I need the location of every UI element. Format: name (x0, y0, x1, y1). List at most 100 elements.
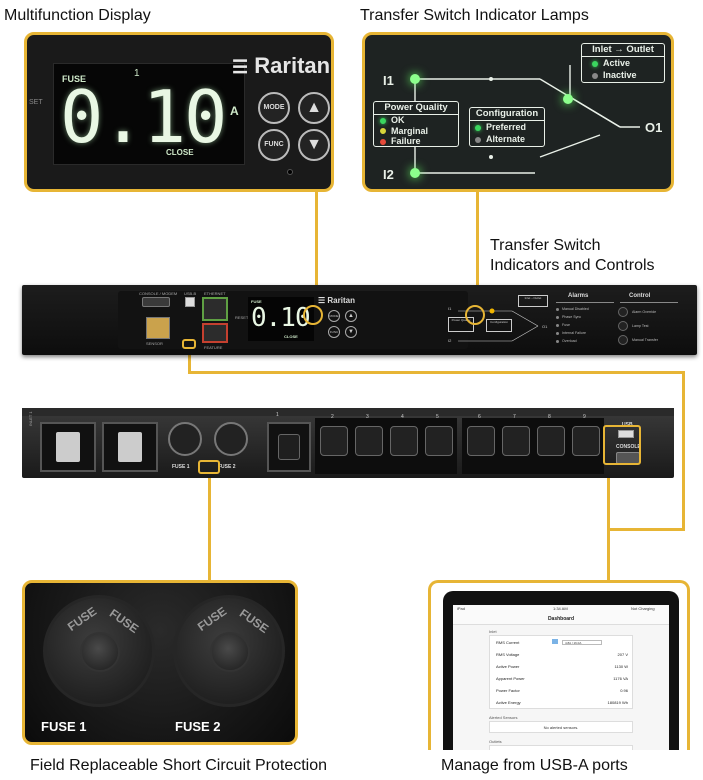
alarm-led-icon (556, 339, 559, 343)
connector-line-usb-c (682, 371, 685, 531)
sensor-port[interactable] (146, 317, 170, 339)
reset-label: RESET (235, 315, 249, 320)
rear-top-edge (22, 408, 674, 416)
usb-a-port[interactable] (618, 430, 634, 438)
row-value: 207 V (617, 652, 628, 657)
row-label: Apparent Power (496, 676, 525, 681)
highlight-usb-marker (182, 339, 196, 349)
func-button[interactable]: FUNC (258, 129, 290, 161)
outlet-2-label: 2 (331, 414, 334, 420)
mode-button[interactable]: MODE (258, 92, 290, 124)
alarm-item: Fuse (556, 321, 589, 329)
row-value: 1130 W (614, 664, 629, 669)
alarm-override-button[interactable] (618, 307, 628, 317)
fuse-1-cap-text: FUSE (64, 604, 100, 634)
front-up-button[interactable]: ▲ (345, 310, 357, 322)
multifunction-display-panel: FUSE 1 0.10 A CLOSE SET ☰ Raritan MODE ▲… (24, 32, 334, 192)
fuse-2-rear-label: FUSE 2 (218, 464, 236, 470)
fuse-1-cap[interactable]: FUSE FUSE (43, 595, 155, 707)
caption-transfer-lamps: Transfer Switch Indicator Lamps (360, 7, 589, 24)
alarms-divider (556, 302, 614, 303)
alarm-led-icon (556, 315, 559, 319)
ethernet-port[interactable] (202, 297, 228, 321)
tablet-title: Dashboard (453, 613, 669, 625)
status-right: Not Charging (631, 606, 655, 611)
front-lcd-digits: 0.10 (251, 303, 311, 333)
configuration-title: Configuration (470, 108, 544, 121)
inlet-section-label: Inlet (489, 629, 497, 634)
device-rear-chassis: INLET 1 FUSE 1 FUSE 2 1 2 3 4 5 6 7 8 9 … (22, 408, 674, 478)
front-mini-diagram: I1 I2 O1 Power Quality Configuration Inl… (442, 291, 557, 349)
console-port[interactable] (142, 297, 170, 307)
connector-line-usb-a (188, 345, 191, 373)
fuse-2-cap-text-2: FUSE (236, 606, 272, 636)
caption-transfer-controls-2: Indicators and Controls (490, 257, 655, 274)
inlet-outlet-inactive: Inactive (582, 69, 664, 81)
outlet-1-label: 1 (276, 412, 279, 418)
lamps-i1-label: I1 (383, 73, 394, 88)
lamp-test-button[interactable] (618, 321, 628, 331)
front-down-button[interactable]: ▼ (345, 326, 357, 338)
marginal-lamp-icon (380, 128, 386, 135)
transfer-lamps-panel: I1 I2 O1 Power Quality OK Marginal Failu… (362, 32, 674, 192)
power-quality-title: Power Quality (374, 102, 458, 115)
down-button[interactable]: ▼ (298, 129, 330, 161)
lamps-i2-label: I2 (383, 167, 394, 182)
row-label: Active Energy (496, 700, 521, 705)
fuse-closeup-panel: FUSE FUSE FUSE FUSE FUSE 1 FUSE 2 (22, 580, 298, 745)
caption-transfer-controls-1: Transfer Switch (490, 237, 601, 254)
caption-multifunction-display: Multifunction Display (4, 7, 151, 24)
alerted-value: No alerted sensors. (489, 721, 633, 733)
inlet-2-socket (102, 422, 158, 472)
fuse-1-knob (80, 632, 120, 672)
manual-transfer-label: Manual Transfer (632, 338, 658, 342)
alternate-lamp-icon (475, 136, 481, 143)
row-value: 4.8A / 16.0A (562, 640, 602, 645)
connector-line-display (315, 190, 318, 318)
triangle-down-icon: ▼ (306, 136, 322, 153)
fuse-2-holder[interactable] (214, 422, 248, 456)
tablet-panel: iPad 1:34 AM Not Charging Dashboard Inle… (428, 580, 690, 750)
up-button[interactable]: ▲ (298, 92, 330, 124)
power-quality-failure: Failure (374, 136, 458, 147)
alarms-list: Manual Disabled Phase Sync Fuse Internal… (556, 305, 589, 345)
alarm-item: Manual Disabled (556, 305, 589, 313)
fuse-2-cap[interactable]: FUSE FUSE (173, 595, 285, 707)
front-lcd-close: CLOSE (284, 334, 298, 339)
front-inlet-outlet: Inlet→Outlet (518, 295, 548, 307)
control-divider (620, 302, 678, 303)
outlet-6-c13 (467, 426, 495, 456)
outlets-card (489, 745, 633, 750)
front-i1: I1 (448, 306, 452, 311)
front-mode-button[interactable]: MODE (328, 310, 340, 322)
front-func-button[interactable]: FUNC (328, 326, 340, 338)
current-bar (552, 639, 558, 644)
lamps-o1-label: O1 (645, 120, 663, 135)
inlet-1-socket (40, 422, 96, 472)
outlet-8-label: 8 (548, 414, 551, 420)
front-configuration: Configuration (486, 319, 512, 332)
outlet-4-c13 (390, 426, 418, 456)
triangle-up-icon: ▲ (306, 99, 322, 116)
feature-label: FEATURE (204, 345, 223, 350)
alarm-override-label: Alarm Override (632, 310, 657, 314)
alarms-title: Alarms (568, 293, 589, 299)
rear-console-label: CONSOLE (616, 444, 641, 450)
status-time: 1:34 AM (553, 606, 568, 611)
usb-b-port[interactable] (185, 297, 195, 307)
outlet-8-c13 (537, 426, 565, 456)
row-value: 180819 Wh (607, 700, 628, 705)
outlet-6-label: 6 (478, 414, 481, 420)
fuse-2-label: FUSE 2 (175, 719, 221, 734)
highlight-fuse-rear (198, 460, 220, 474)
manual-transfer-button[interactable] (618, 335, 628, 345)
alarm-item: Internal Failure (556, 329, 589, 337)
preferred-lamp-icon (475, 124, 481, 131)
row-value: 0.96 (620, 688, 628, 693)
feature-port[interactable] (202, 323, 228, 343)
row-value: 1176 VA (613, 676, 628, 681)
inlet-card: RMS Current 4.8A / 16.0A RMS Voltage 207… (489, 635, 633, 709)
power-quality-marginal: Marginal (374, 126, 458, 137)
outlet-9-label: 9 (583, 414, 586, 420)
fuse-1-holder[interactable] (168, 422, 202, 456)
